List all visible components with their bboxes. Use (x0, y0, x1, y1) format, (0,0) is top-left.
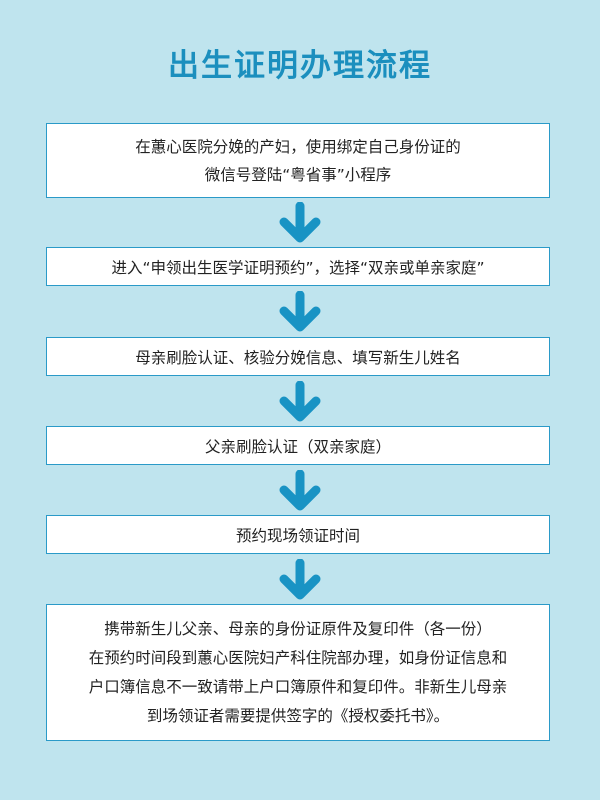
step-3-line-1: 母亲刷脸认证、核验分娩信息、填写新生儿姓名 (135, 348, 461, 367)
down-arrow-icon (279, 202, 321, 243)
step-1-line-2: 微信号登陆“粤省事”小程序 (204, 165, 392, 184)
step-6-line-3: 户口簿信息不一致请带上户口簿原件和复印件。非新生儿母亲 (88, 677, 508, 696)
flow-step-5: 预约现场领证时间 (46, 515, 550, 554)
flow-step-4: 父亲刷脸认证（双亲家庭） (46, 426, 550, 465)
down-arrow-icon (279, 559, 321, 600)
step-2-line-1: 进入“申领出生医学证明预约”，选择“双亲或单亲家庭” (111, 258, 485, 277)
down-arrow-icon (279, 381, 321, 422)
step-5-line-1: 预约现场领证时间 (235, 526, 360, 545)
flow-step-2: 进入“申领出生医学证明预约”，选择“双亲或单亲家庭” (46, 247, 550, 286)
flow-step-3: 母亲刷脸认证、核验分娩信息、填写新生儿姓名 (46, 337, 550, 376)
flow-step-1: 在蕙心医院分娩的产妇，使用绑定自己身份证的 微信号登陆“粤省事”小程序 (46, 123, 550, 198)
step-6-line-4: 到场领证者需要提供签字的《授权委托书》。 (146, 706, 450, 725)
flow-step-6: 携带新生儿父亲、母亲的身份证原件及复印件（各一份） 在预约时间段到蕙心医院妇产科… (46, 604, 550, 741)
step-4-line-1: 父亲刷脸认证（双亲家庭） (204, 437, 391, 456)
down-arrow-icon (279, 291, 321, 332)
down-arrow-icon (279, 470, 321, 511)
page-title: 出生证明办理流程 (168, 48, 432, 84)
step-6-line-2: 在预约时间段到蕙心医院妇产科住院部办理，如身份证信息和 (88, 648, 508, 667)
step-6-line-1: 携带新生儿父亲、母亲的身份证原件及复印件（各一份） (104, 619, 492, 638)
step-1-line-1: 在蕙心医院分娩的产妇，使用绑定自己身份证的 (135, 137, 461, 156)
